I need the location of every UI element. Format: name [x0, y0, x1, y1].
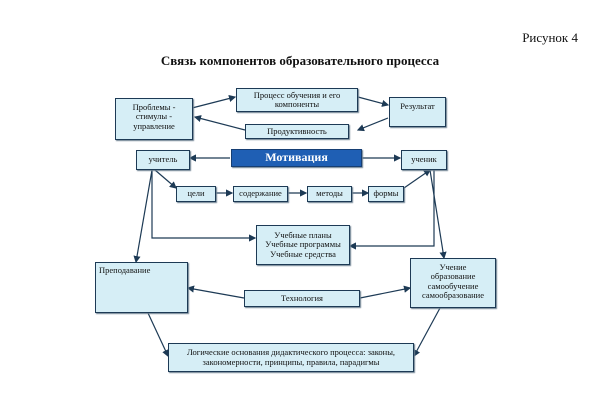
node-result: Результат: [389, 97, 446, 127]
node-problems: Проблемы - стимулы - управление: [115, 98, 193, 140]
edge-teaching-foundations: [147, 312, 169, 358]
edge-problems-process: [191, 94, 237, 109]
node-methods: методы: [307, 186, 352, 202]
diagram-title: Связь компонентов образовательного проце…: [160, 53, 440, 68]
node-student: ученик: [401, 150, 447, 170]
node-technology: Технология: [244, 290, 360, 307]
figure-label: Рисунок 4: [522, 30, 578, 45]
node-plans: Учебные планы Учебные программы Учебные …: [256, 225, 350, 265]
edge-student-learning: [429, 169, 447, 260]
node-learning: Учение образование самообучение самообра…: [410, 258, 496, 308]
node-motivation: Мотивация: [231, 149, 362, 167]
edge-technology-learning: [359, 285, 412, 299]
edge-student-plans: [348, 170, 435, 250]
node-forms: формы: [368, 186, 404, 202]
edge-productivity-problems: [193, 115, 246, 131]
edge-technology-teaching: [186, 285, 245, 299]
node-content: содержание: [233, 186, 288, 202]
node-goals: цели: [176, 186, 216, 202]
edge-process-result: [357, 96, 390, 107]
edge-teacher-teaching: [133, 169, 153, 264]
node-teacher: учитель: [136, 150, 190, 170]
node-process: Процесс обучения и его компоненты: [236, 88, 358, 112]
node-teaching: Преподавание: [95, 262, 188, 313]
edge-learning-foundations: [413, 307, 441, 358]
node-productivity: Продуктивность: [245, 124, 349, 139]
edge-teacher-plans: [151, 170, 257, 242]
node-foundations: Логические основания дидактического проц…: [168, 343, 414, 372]
edge-forms-student: [403, 169, 431, 189]
edge-teacher-goals: [154, 169, 177, 189]
edge-result-productivity: [356, 117, 389, 132]
